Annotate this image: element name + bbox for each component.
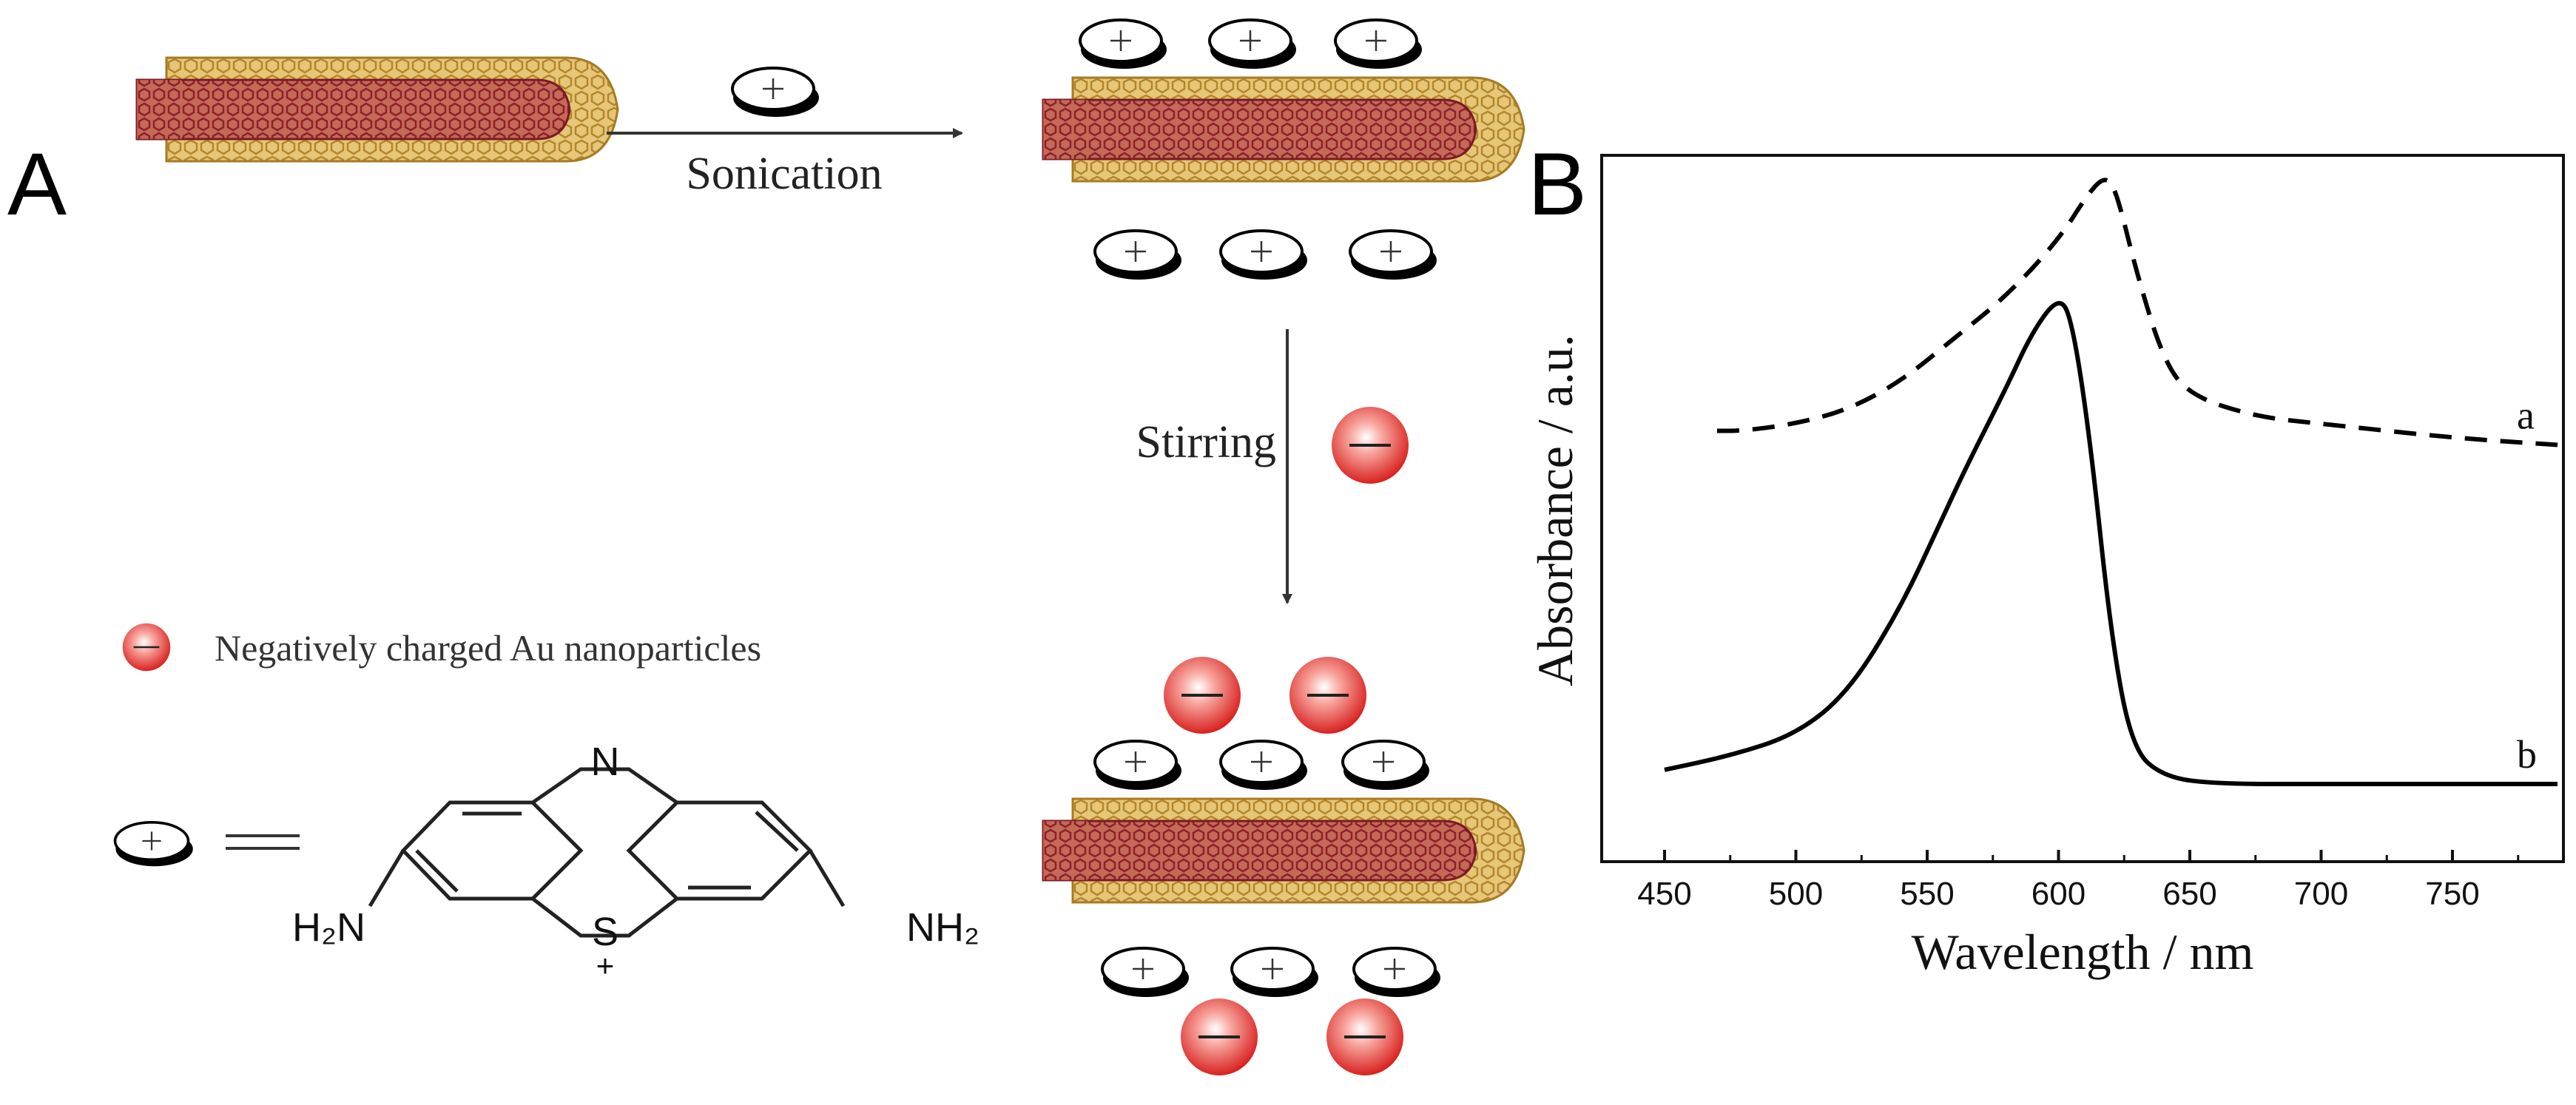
- x-tick-label-700: 700: [2294, 876, 2348, 912]
- molecule-s: S: [592, 910, 618, 954]
- panel-a-label: A: [7, 135, 67, 234]
- x-tick-label-500: 500: [1769, 876, 1823, 912]
- chart-frame: [1600, 154, 2565, 863]
- x-tick-label-550: 550: [1900, 876, 1954, 912]
- nanotube-step2: [1042, 76, 1525, 183]
- series-b-line: [1664, 301, 2558, 786]
- nanotube-bare: [135, 56, 619, 163]
- mb-coated-nanotube: [1042, 18, 1525, 281]
- series-layer: ab: [1664, 178, 2558, 786]
- molecule-right-amine: NH₂: [906, 905, 980, 950]
- methylene-blue-disk-icon: [731, 67, 820, 118]
- x-tick-label-600: 600: [2032, 876, 2086, 912]
- molecule-left-amine: H₂N: [292, 905, 365, 950]
- series-b-label: b: [2517, 732, 2537, 777]
- legend-au-text: Negatively charged Au nanoparticles: [215, 627, 761, 669]
- nanotube-step3: [1042, 797, 1525, 904]
- y-axis-label: Absorbance / a.u.: [1527, 334, 1583, 686]
- series-a-line: [1717, 178, 2558, 447]
- x-axis-label: Wavelength / nm: [1912, 924, 2254, 980]
- sonication-label: Sonication: [686, 149, 882, 199]
- series-a-label: a: [2517, 393, 2535, 438]
- au-nanoparticle-icon: [1330, 405, 1410, 485]
- legend-mb-disk-icon: [113, 821, 195, 868]
- molecule-s-charge: +: [596, 948, 615, 983]
- au-mb-nanotube-assembly: [1042, 655, 1525, 1077]
- panel-b-label: B: [1528, 135, 1587, 234]
- x-tick-label-650: 650: [2162, 876, 2216, 912]
- x-axis-ticks: 450 500 550 600 650 700 750: [1637, 850, 2520, 912]
- x-tick-label-450: 450: [1637, 876, 1691, 912]
- legend-au-particle-icon: [121, 622, 172, 672]
- x-tick-label-750: 750: [2425, 876, 2479, 912]
- molecule-n: N: [591, 740, 620, 784]
- stirring-label: Stirring: [1136, 417, 1276, 467]
- methylene-blue-structure: [368, 767, 846, 938]
